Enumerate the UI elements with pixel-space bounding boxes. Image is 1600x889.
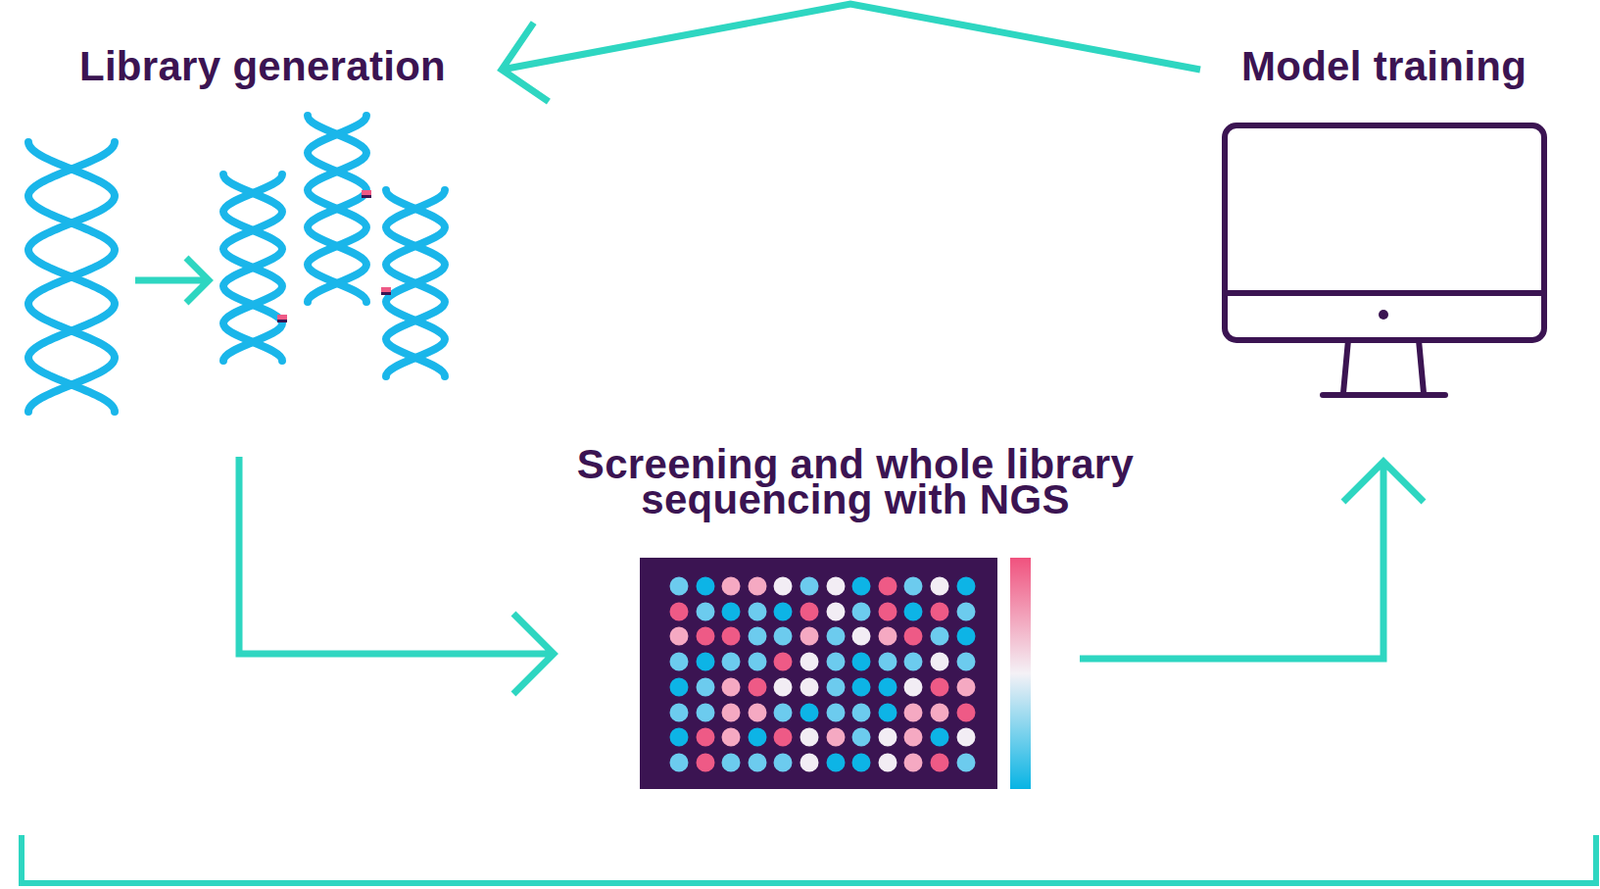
- flow-arrow: [501, 3, 1201, 102]
- monitor-stand: [1322, 339, 1446, 395]
- well-dots: [678, 585, 967, 763]
- flow-arrow: [239, 456, 554, 694]
- dna-strand: [386, 190, 445, 377]
- step-heading: Screening and whole library sequencing w…: [553, 446, 1158, 518]
- color-scale: [1010, 557, 1031, 789]
- dna-strand: [307, 115, 367, 302]
- dna-strand: [223, 174, 283, 361]
- mutation-mark: [277, 319, 288, 323]
- well-dots: [678, 585, 967, 763]
- monitor-screen: [1224, 125, 1545, 340]
- well-dots: [678, 585, 967, 763]
- monitor-dot: [1378, 309, 1389, 320]
- dna-strand: [386, 190, 445, 377]
- mutation-mark: [381, 287, 391, 292]
- dna-strand: [28, 142, 115, 412]
- process-step: Model training: [1200, 39, 1568, 462]
- dna-strand: [28, 142, 115, 412]
- mutation-arrow: [135, 257, 209, 303]
- loop-bracket: [21, 834, 1597, 883]
- well-dots: [678, 585, 967, 763]
- mutation-mark: [361, 194, 372, 198]
- mutation-mark: [381, 291, 391, 295]
- mutation-mark: [277, 314, 288, 320]
- flow-arrow: [1079, 461, 1424, 659]
- dna-strand: [223, 174, 283, 361]
- step-heading: Model training: [1200, 43, 1568, 91]
- process-step: Screening and whole library sequencing w…: [553, 438, 1080, 802]
- step-heading: Library generation: [19, 43, 506, 91]
- monitor-bezel: [1224, 290, 1545, 296]
- mutation-mark: [361, 190, 372, 195]
- screening-plate: [639, 557, 998, 789]
- process-step: Library generation: [19, 39, 502, 457]
- dna-strand: [307, 115, 367, 302]
